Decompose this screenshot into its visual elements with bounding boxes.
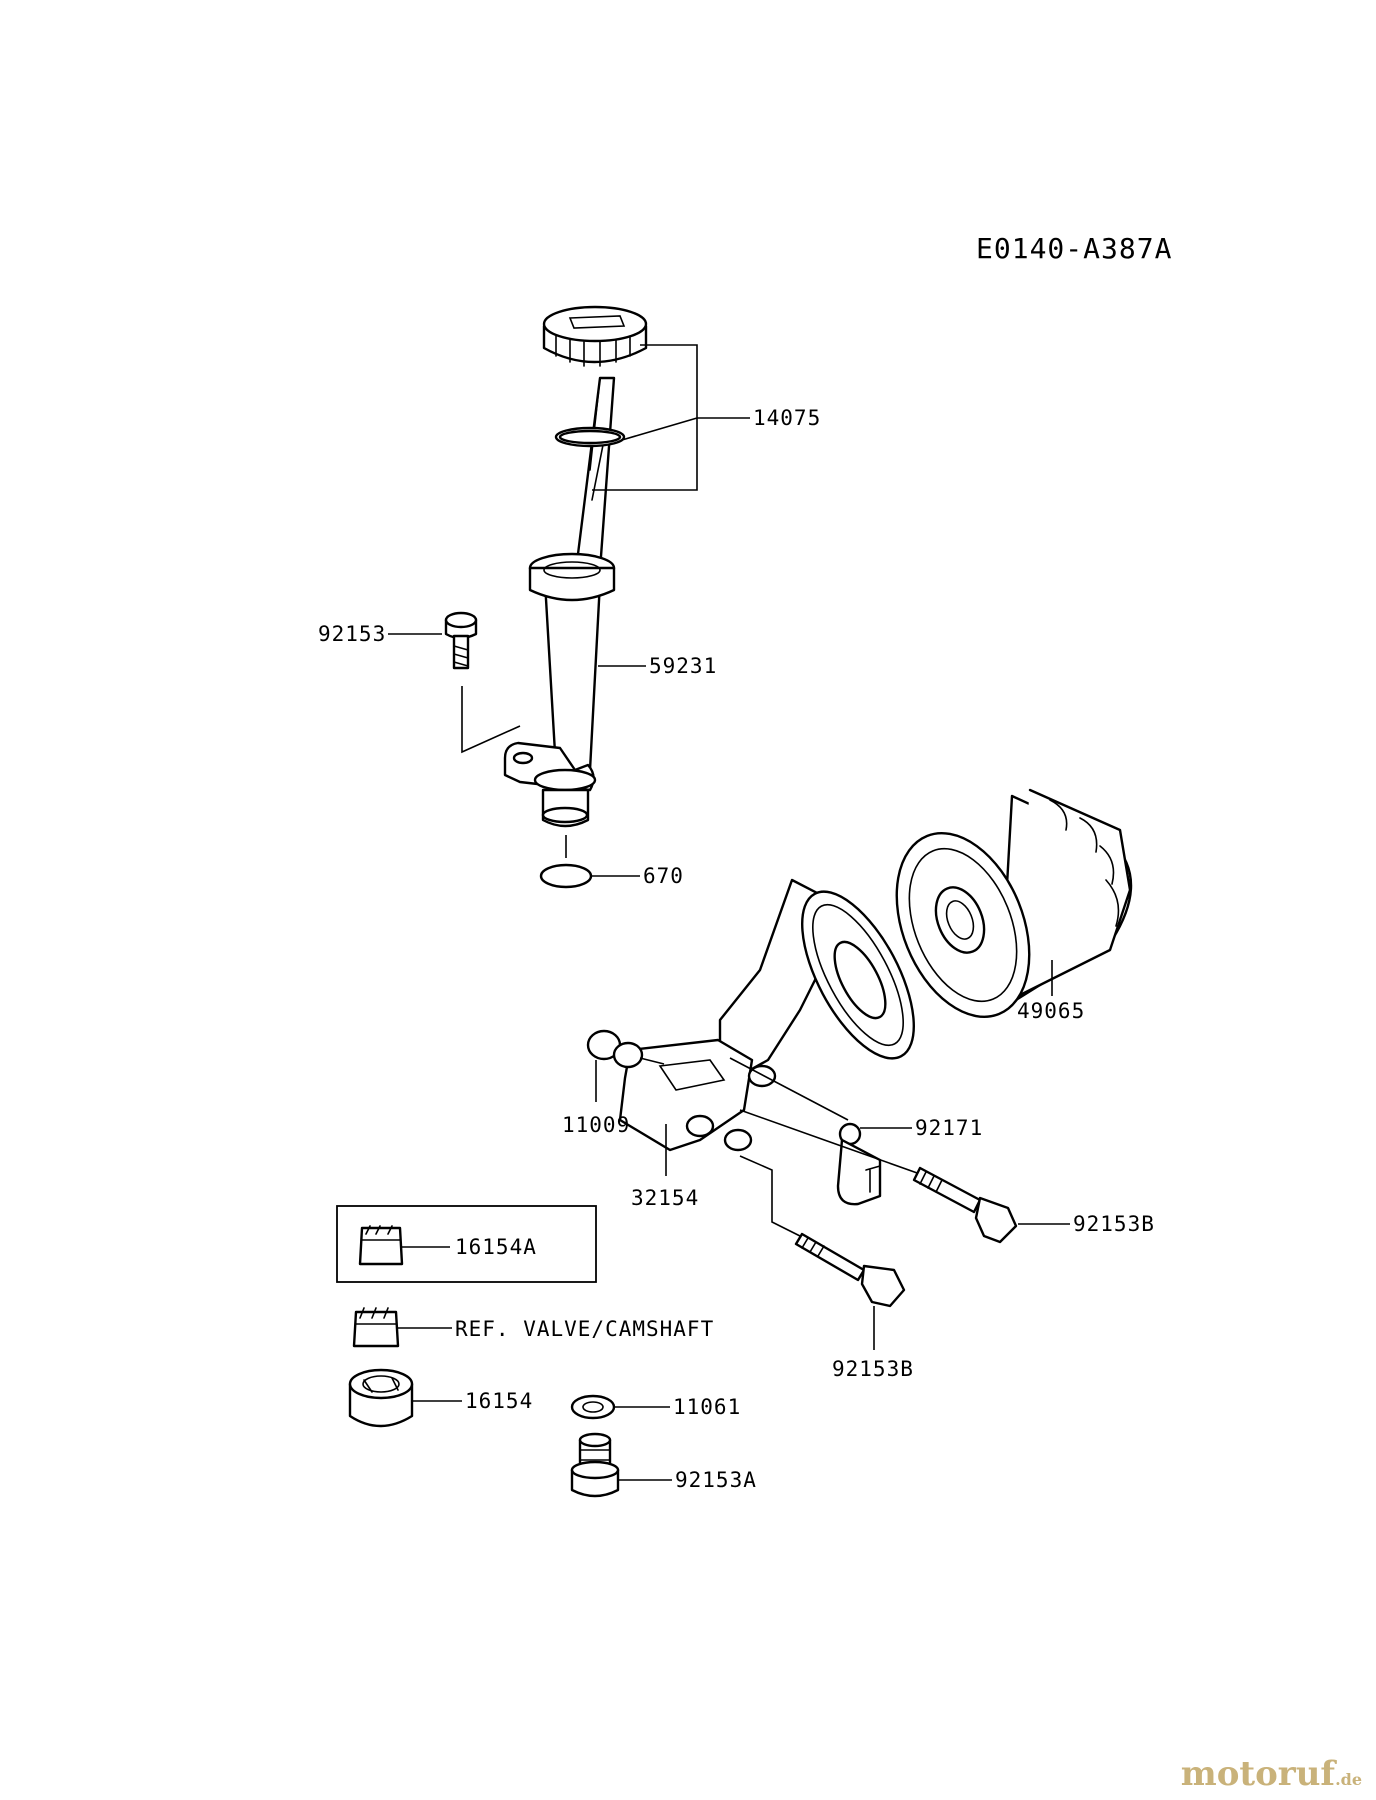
diagram-code: E0140-A387A [976,232,1172,265]
callout-92153b-right: 92153B [1018,1212,1155,1236]
svg-text:59231: 59231 [649,654,717,678]
callout-11009: 11009 [562,1060,630,1137]
callout-92153a: 92153A [618,1468,757,1492]
callout-16154a: 16154A [402,1235,537,1259]
bolt-92153b-right-part [739,1109,1018,1244]
gear-16154-part [348,1368,414,1428]
callout-49065: 49065 [1017,960,1085,1023]
watermark-tld: .de [1335,1770,1362,1789]
callout-92153-top: 92153 [318,622,442,646]
svg-text:16154A: 16154A [455,1235,537,1259]
kit-box [336,1205,597,1283]
gear-ref-part [352,1307,400,1348]
svg-text:92153B: 92153B [1073,1212,1155,1236]
washer-11061-part [570,1394,616,1420]
svg-text:16154: 16154 [465,1389,533,1413]
callout-ref-valve-camshaft: REF. VALVE/CAMSHAFT [398,1317,714,1341]
svg-text:49065: 49065 [1017,999,1085,1023]
watermark-text: motoruf [1180,1754,1336,1794]
svg-text:92171: 92171 [915,1116,983,1140]
svg-text:14075: 14075 [753,406,821,430]
svg-text:11009: 11009 [562,1113,630,1137]
watermark-logo: motoruf.de [1181,1754,1362,1794]
callout-92153b-bottom: 92153B [832,1306,914,1381]
svg-text:92153: 92153 [318,622,386,646]
dipstick-part [542,305,648,572]
callout-59231: 59231 [598,654,717,678]
bolt-92153b-bottom-part [739,1155,906,1308]
o-rings-11009-part [586,1029,665,1069]
gear-16154a-part [358,1225,404,1266]
oil-filter-part [895,788,1133,1019]
oil-filter-base-part [618,878,915,1152]
svg-text:670: 670 [643,864,684,888]
o-ring-670-part [539,835,593,889]
drain-plug-92153a-part [570,1432,620,1498]
callout-32154: 32154 [631,1124,699,1210]
svg-text:92153B: 92153B [832,1357,914,1381]
svg-text:REF. VALVE/CAMSHAFT: REF. VALVE/CAMSHAFT [455,1317,714,1341]
callout-14075: 14075 [592,344,821,491]
bolt-92153-part [444,611,521,754]
callout-670: 670 [592,864,684,888]
svg-text:92153A: 92153A [675,1468,757,1492]
svg-text:32154: 32154 [631,1186,699,1210]
callout-16154: 16154 [412,1389,533,1413]
callout-11061: 11061 [614,1395,741,1419]
oil-filler-tube-part [503,552,616,828]
svg-text:11061: 11061 [673,1395,741,1419]
callout-92171: 92171 [860,1116,983,1140]
